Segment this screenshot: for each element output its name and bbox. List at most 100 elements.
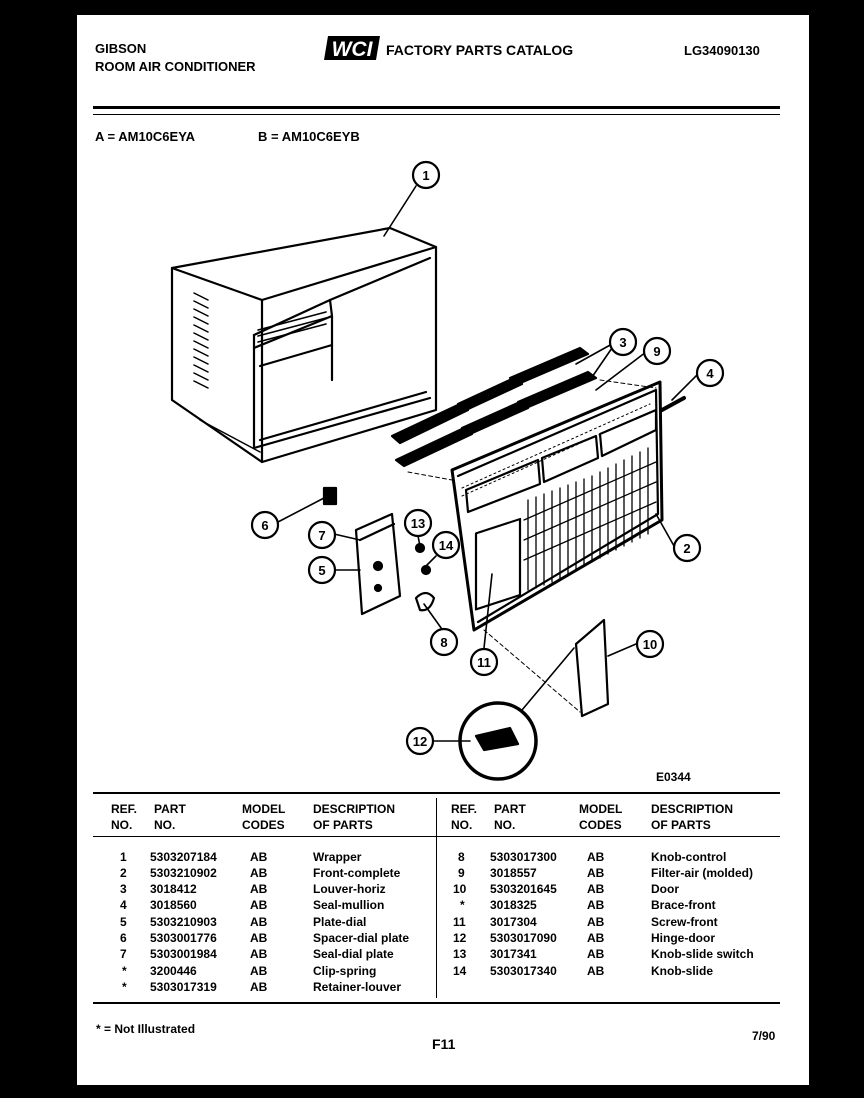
door-drawing xyxy=(574,618,610,718)
callout-3-label: 3 xyxy=(619,335,626,350)
brand-name: GIBSON xyxy=(95,41,147,56)
row-part-number: 3017341 xyxy=(490,947,537,961)
row-model: AB xyxy=(587,866,605,880)
model-a: A = AM10C6EYA xyxy=(95,129,196,144)
row-description: Door xyxy=(651,882,679,896)
row-ref: 3 xyxy=(120,882,127,896)
row-description: Plate-dial xyxy=(313,915,367,929)
row-description: Knob-slide xyxy=(651,964,713,978)
row-description: Seal-mullion xyxy=(313,898,385,912)
row-description: Front-complete xyxy=(313,866,401,880)
knob-drawings xyxy=(414,542,436,612)
row-model: AB xyxy=(587,947,605,961)
row-ref: * xyxy=(460,898,465,912)
callout-14-label: 14 xyxy=(439,538,454,553)
wrapper-drawing xyxy=(170,226,438,464)
row-part-number: 5303017090 xyxy=(490,931,557,945)
table-top-rule xyxy=(93,792,780,794)
row-part-number: 5303201645 xyxy=(490,882,557,896)
row-ref: 12 xyxy=(453,931,467,945)
right-part-header-no: NO. xyxy=(494,818,516,832)
callout-6-label: 6 xyxy=(261,518,268,533)
row-model: AB xyxy=(250,931,268,945)
model-b: B = AM10C6EYB xyxy=(258,129,360,144)
row-part-number: 3018560 xyxy=(150,898,197,912)
callout-12 xyxy=(405,726,435,756)
right-ref-header-no: NO. xyxy=(451,818,473,832)
row-ref: 13 xyxy=(453,947,467,961)
row-model: AB xyxy=(250,915,268,929)
callout-4 xyxy=(695,358,725,388)
callout-5-label: 5 xyxy=(318,563,325,578)
row-part-number: 3018325 xyxy=(490,898,537,912)
callout-4-label: 4 xyxy=(706,366,714,381)
callout-8-label: 8 xyxy=(440,635,447,650)
row-model: AB xyxy=(250,980,268,994)
callout-11 xyxy=(469,647,499,677)
callout-3 xyxy=(608,327,638,357)
row-ref: 10 xyxy=(453,882,467,896)
row-ref: 8 xyxy=(458,850,465,864)
row-part-number: 3018557 xyxy=(490,866,537,880)
row-part-number: 5303001776 xyxy=(150,931,217,945)
callout-14 xyxy=(431,530,461,560)
hinge-detail-drawing xyxy=(458,701,538,781)
callout-7-label: 7 xyxy=(318,528,325,543)
row-description: Wrapper xyxy=(313,850,362,864)
row-description: Spacer-dial plate xyxy=(313,931,410,945)
callout-9-label: 9 xyxy=(653,344,660,359)
right-part-header: PART xyxy=(494,802,526,816)
right-ref-header: REF. xyxy=(451,802,478,816)
catalog-code: LG34090130 xyxy=(684,43,760,58)
left-codes-header: CODES xyxy=(242,818,285,832)
wci-logo: WCI xyxy=(322,34,382,62)
row-model: AB xyxy=(250,898,268,912)
left-model-header: MODEL xyxy=(242,802,286,816)
row-ref: 5 xyxy=(120,915,127,929)
row-ref: * xyxy=(122,964,127,978)
header-rule-thick xyxy=(93,106,780,109)
table-header-rule xyxy=(93,836,780,837)
table-divider xyxy=(436,798,437,998)
row-part-number: 5303210903 xyxy=(150,915,217,929)
logo-text: WCI xyxy=(332,38,374,61)
row-ref: * xyxy=(122,980,127,994)
row-part-number: 3017304 xyxy=(490,915,537,929)
table-bottom-rule xyxy=(93,1002,780,1004)
row-description: Brace-front xyxy=(651,898,716,912)
row-part-number: 5303001984 xyxy=(150,947,217,961)
revision-date: 7/90 xyxy=(752,1029,776,1043)
right-ofparts-header: OF PARTS xyxy=(651,818,711,832)
row-description: Retainer-louver xyxy=(313,980,402,994)
callout-2-label: 2 xyxy=(683,541,690,556)
row-model: AB xyxy=(587,898,605,912)
row-model: AB xyxy=(587,882,605,896)
callout-10 xyxy=(635,629,665,659)
header-rule-thin xyxy=(93,114,780,115)
callout-5 xyxy=(307,555,337,585)
callout-11-label: 11 xyxy=(477,655,491,670)
left-ref-header-no: NO. xyxy=(111,818,133,832)
seal-mullion-drawing xyxy=(660,396,686,412)
row-description: Hinge-door xyxy=(651,931,715,945)
row-part-number: 3200446 xyxy=(150,964,197,978)
right-codes-header: CODES xyxy=(579,818,622,832)
row-part-number: 3018412 xyxy=(150,882,197,896)
spacer-drawing xyxy=(322,486,338,506)
left-part-header: PART xyxy=(154,802,186,816)
row-model: AB xyxy=(250,850,268,864)
row-ref: 14 xyxy=(453,964,467,978)
row-ref: 1 xyxy=(120,850,127,864)
callout-10-label: 10 xyxy=(643,637,657,652)
row-ref: 6 xyxy=(120,931,127,945)
row-ref: 9 xyxy=(458,866,465,880)
row-description: Louver-horiz xyxy=(313,882,386,896)
row-ref: 4 xyxy=(120,898,127,912)
row-ref: 7 xyxy=(120,947,127,961)
row-description: Clip-spring xyxy=(313,964,377,978)
callout-2 xyxy=(672,533,702,563)
row-model: AB xyxy=(250,947,268,961)
row-model: AB xyxy=(250,882,268,896)
callout-1 xyxy=(411,160,441,190)
row-model: AB xyxy=(250,964,268,978)
